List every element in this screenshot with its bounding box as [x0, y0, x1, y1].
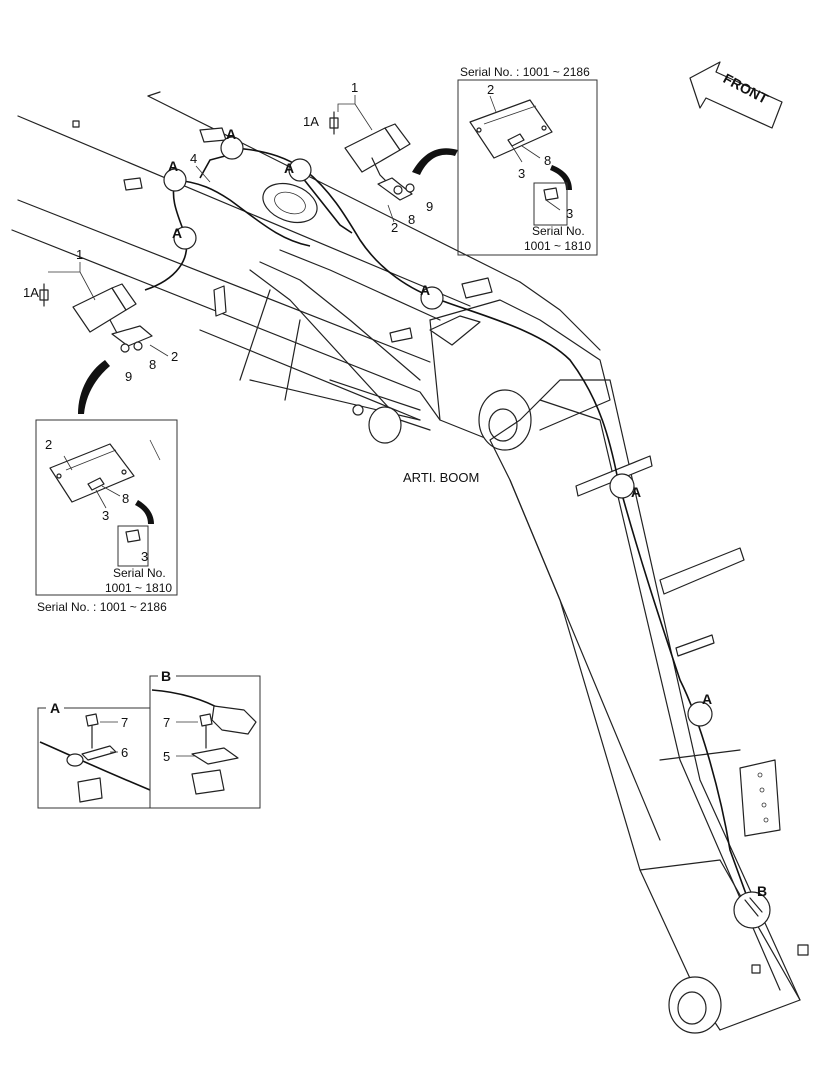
- lower-work-lamp: [72, 283, 153, 347]
- clamp-label-b: B: [757, 883, 767, 899]
- part-label-1a-lower: 1A: [23, 285, 39, 300]
- part-label-4: 4: [190, 151, 197, 166]
- part-label-7-detail-a: 7: [121, 715, 128, 730]
- serial-sub-top-a: Serial No.: [532, 224, 585, 238]
- serial-sub-left-b: 1001 ~ 1810: [105, 581, 172, 595]
- front-direction-arrow: [689, 61, 783, 129]
- detail-a-heading: A: [50, 700, 60, 716]
- part-label-6-detail-a: 6: [121, 745, 128, 760]
- serial-sub-top-b: 1001 ~ 1810: [524, 239, 591, 253]
- part-label-5-detail-b: 5: [163, 749, 170, 764]
- part-label-8-detail-left: 8: [122, 491, 129, 506]
- leader-lines: [48, 95, 395, 357]
- part-label-3-detail-top-inset: 3: [566, 206, 573, 221]
- serial-left-label: Serial No. : 1001 ~ 2186: [37, 600, 167, 614]
- clamp-label-a-1: A: [226, 126, 236, 142]
- part-label-1-lower: 1: [76, 247, 83, 262]
- part-label-2-detail-top: 2: [487, 82, 494, 97]
- part-label-2-detail-left: 2: [45, 437, 52, 452]
- part-label-8-detail-top: 8: [544, 153, 551, 168]
- part-label-2-upper: 2: [391, 220, 398, 235]
- clamp-label-a-2: A: [168, 158, 178, 174]
- part-label-7-detail-b: 7: [163, 715, 170, 730]
- boom-structure: [11, 91, 809, 1034]
- clamp-label-a-4: A: [172, 225, 182, 241]
- detail-box-b: [149, 675, 261, 809]
- detail-box-top: [457, 79, 598, 256]
- part-label-1a-upper: 1A: [303, 114, 319, 129]
- part-label-3-detail-left-inset: 3: [141, 549, 148, 564]
- part-label-8-upper: 8: [408, 212, 415, 227]
- part-label-3-detail-left: 3: [102, 508, 109, 523]
- clamp-label-a-7: A: [702, 691, 712, 707]
- clamp-label-a-3: A: [284, 160, 294, 176]
- fasteners: [120, 183, 415, 353]
- part-label-9-lower: 9: [125, 369, 132, 384]
- part-label-3-detail-top: 3: [518, 166, 525, 181]
- part-label-2-lower: 2: [171, 349, 178, 364]
- clamp-label-a-6: A: [631, 484, 641, 500]
- wiring-harness: [144, 147, 751, 906]
- serial-top-label: Serial No. : 1001 ~ 2186: [460, 65, 590, 79]
- serial-sub-left-a: Serial No.: [113, 566, 166, 580]
- clamp-label-a-5: A: [420, 282, 430, 298]
- clamp-points: [163, 136, 771, 929]
- part-label-8-lower: 8: [149, 357, 156, 372]
- detail-b-heading: B: [161, 668, 171, 684]
- part-label-1-upper: 1: [351, 80, 358, 95]
- bulb-icon: [39, 111, 339, 307]
- detail-box-left: [35, 419, 178, 596]
- part-label-9-upper: 9: [426, 199, 433, 214]
- detail-box-a: [37, 707, 151, 809]
- boom-label: ARTI. BOOM: [403, 470, 479, 485]
